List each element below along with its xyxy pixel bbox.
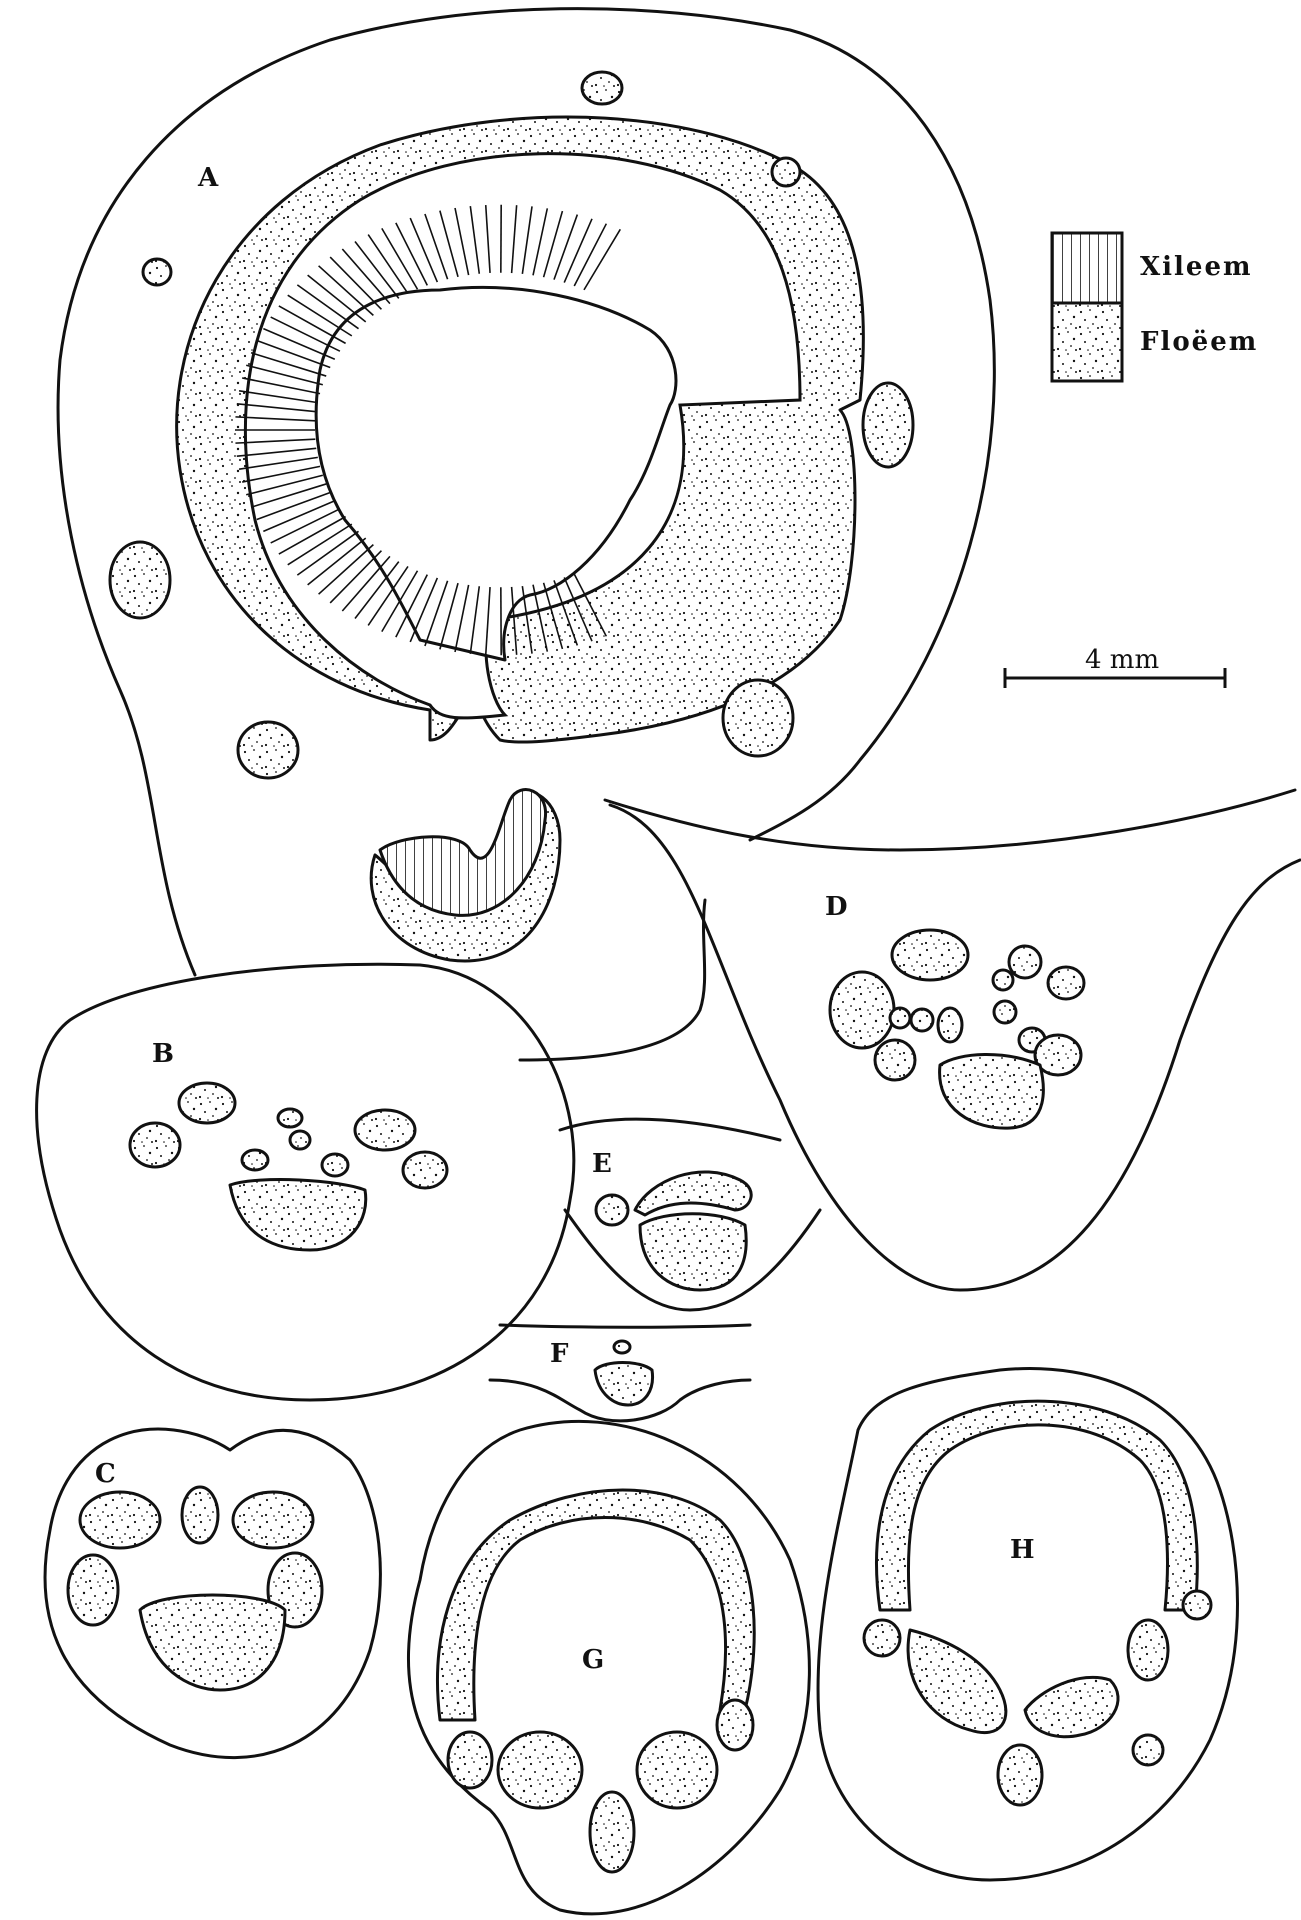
panel-b-bundle-8: [403, 1152, 447, 1188]
panel-b-bundle-7: [355, 1110, 415, 1150]
panel-h-bundle-3: [1025, 1677, 1118, 1736]
panel-label-f: F: [550, 1339, 569, 1369]
panel-d-bundle-11: [875, 1040, 915, 1080]
panel-c-bundle-1: [80, 1492, 160, 1548]
panel-g-bundle-4: [637, 1732, 717, 1808]
panel-label-c: C: [95, 1459, 116, 1489]
panel-label-d: D: [825, 892, 848, 922]
panel-a-bundle-5: [110, 542, 170, 618]
panel-d-bundle-8: [938, 1008, 962, 1042]
panel-b-main-bundle: [230, 1180, 366, 1250]
panel-f: F: [490, 1325, 750, 1421]
panel-a-bundle-3: [143, 259, 171, 285]
panel-c: C: [45, 1429, 380, 1757]
panel-c-bundle-3: [233, 1492, 313, 1548]
panel-b: B: [37, 964, 574, 1400]
panel-e-bundle-1: [596, 1195, 628, 1225]
panel-g-bundle-2: [498, 1732, 582, 1808]
panel-e-outline: [560, 1119, 780, 1140]
panel-h-bundle-6: [998, 1745, 1042, 1805]
panel-label-a: A: [197, 163, 219, 193]
panel-d-bundle-9: [994, 1001, 1016, 1023]
panel-e: E: [560, 1119, 820, 1310]
panel-a-bundle-7: [723, 680, 793, 756]
panel-b-bundle-2: [179, 1083, 235, 1123]
panel-b-bundle-6: [322, 1154, 348, 1176]
panel-h-bundle-5: [1183, 1591, 1211, 1619]
panel-a: A: [58, 9, 994, 1060]
panel-label-h: H: [1010, 1535, 1035, 1565]
panel-f-outline-top: [500, 1325, 750, 1327]
panel-e-upper-bundle: [635, 1172, 751, 1215]
panel-g: G: [408, 1421, 809, 1913]
legend: Xileem Floëem: [1052, 233, 1258, 381]
panel-a-bundle-4: [863, 383, 913, 467]
panel-h-bundle-7: [1133, 1735, 1163, 1765]
panel-b-bundle-3: [278, 1109, 302, 1127]
panel-d-bundle-3: [1009, 946, 1041, 978]
panel-f-bundle-1: [614, 1341, 630, 1353]
panel-b-bundle-4: [242, 1150, 268, 1170]
panel-h-bundle-4: [1128, 1620, 1168, 1680]
panel-c-bundle-4: [68, 1555, 118, 1625]
panel-f-main-bundle: [595, 1363, 653, 1406]
panel-h: H: [818, 1369, 1237, 1881]
legend-phloem-label: Floëem: [1140, 327, 1258, 357]
panel-e-lower-bundle: [640, 1214, 746, 1290]
panel-d-bundle-7: [911, 1009, 933, 1031]
panel-b-bundle-1: [130, 1123, 180, 1167]
panel-a-bundle-1: [582, 72, 622, 104]
panel-a-bundle-2: [772, 158, 800, 186]
panel-a-bundle-6: [238, 722, 298, 778]
panel-h-bundle-1: [864, 1620, 900, 1656]
panel-h-bundle-2: [908, 1630, 1006, 1733]
panel-g-bundle-1: [448, 1732, 492, 1788]
scale-bar: 4 mm: [1005, 645, 1225, 688]
panel-label-g: G: [582, 1645, 604, 1675]
panel-d-main-bundle: [940, 1054, 1044, 1128]
legend-xylem-label: Xileem: [1140, 252, 1253, 282]
panel-g-ring-phloem: [438, 1490, 755, 1720]
panel-g-bundle-5: [717, 1700, 753, 1750]
legend-phloem-swatch: [1052, 303, 1122, 381]
scale-bar-label: 4 mm: [1085, 645, 1159, 675]
panel-d-bundle-1: [892, 930, 968, 980]
panel-label-b: B: [152, 1039, 174, 1069]
panel-d-bundle-6: [890, 1008, 910, 1028]
panel-c-main-bundle: [140, 1595, 285, 1690]
panel-d-bundle-4: [1048, 967, 1084, 999]
panel-h-ring-phloem: [877, 1401, 1198, 1610]
panel-a-petiole-base: [520, 900, 705, 1060]
panel-g-bundle-3: [590, 1792, 634, 1872]
panel-d-bundle-2: [830, 972, 894, 1048]
panel-d-bundle-5: [993, 970, 1013, 990]
panel-label-e: E: [592, 1149, 612, 1179]
panel-c-bundle-2: [182, 1487, 218, 1543]
legend-xylem-swatch: [1052, 233, 1122, 303]
panel-b-bundle-5: [290, 1131, 310, 1149]
panel-d-outline-top: [605, 790, 1295, 850]
